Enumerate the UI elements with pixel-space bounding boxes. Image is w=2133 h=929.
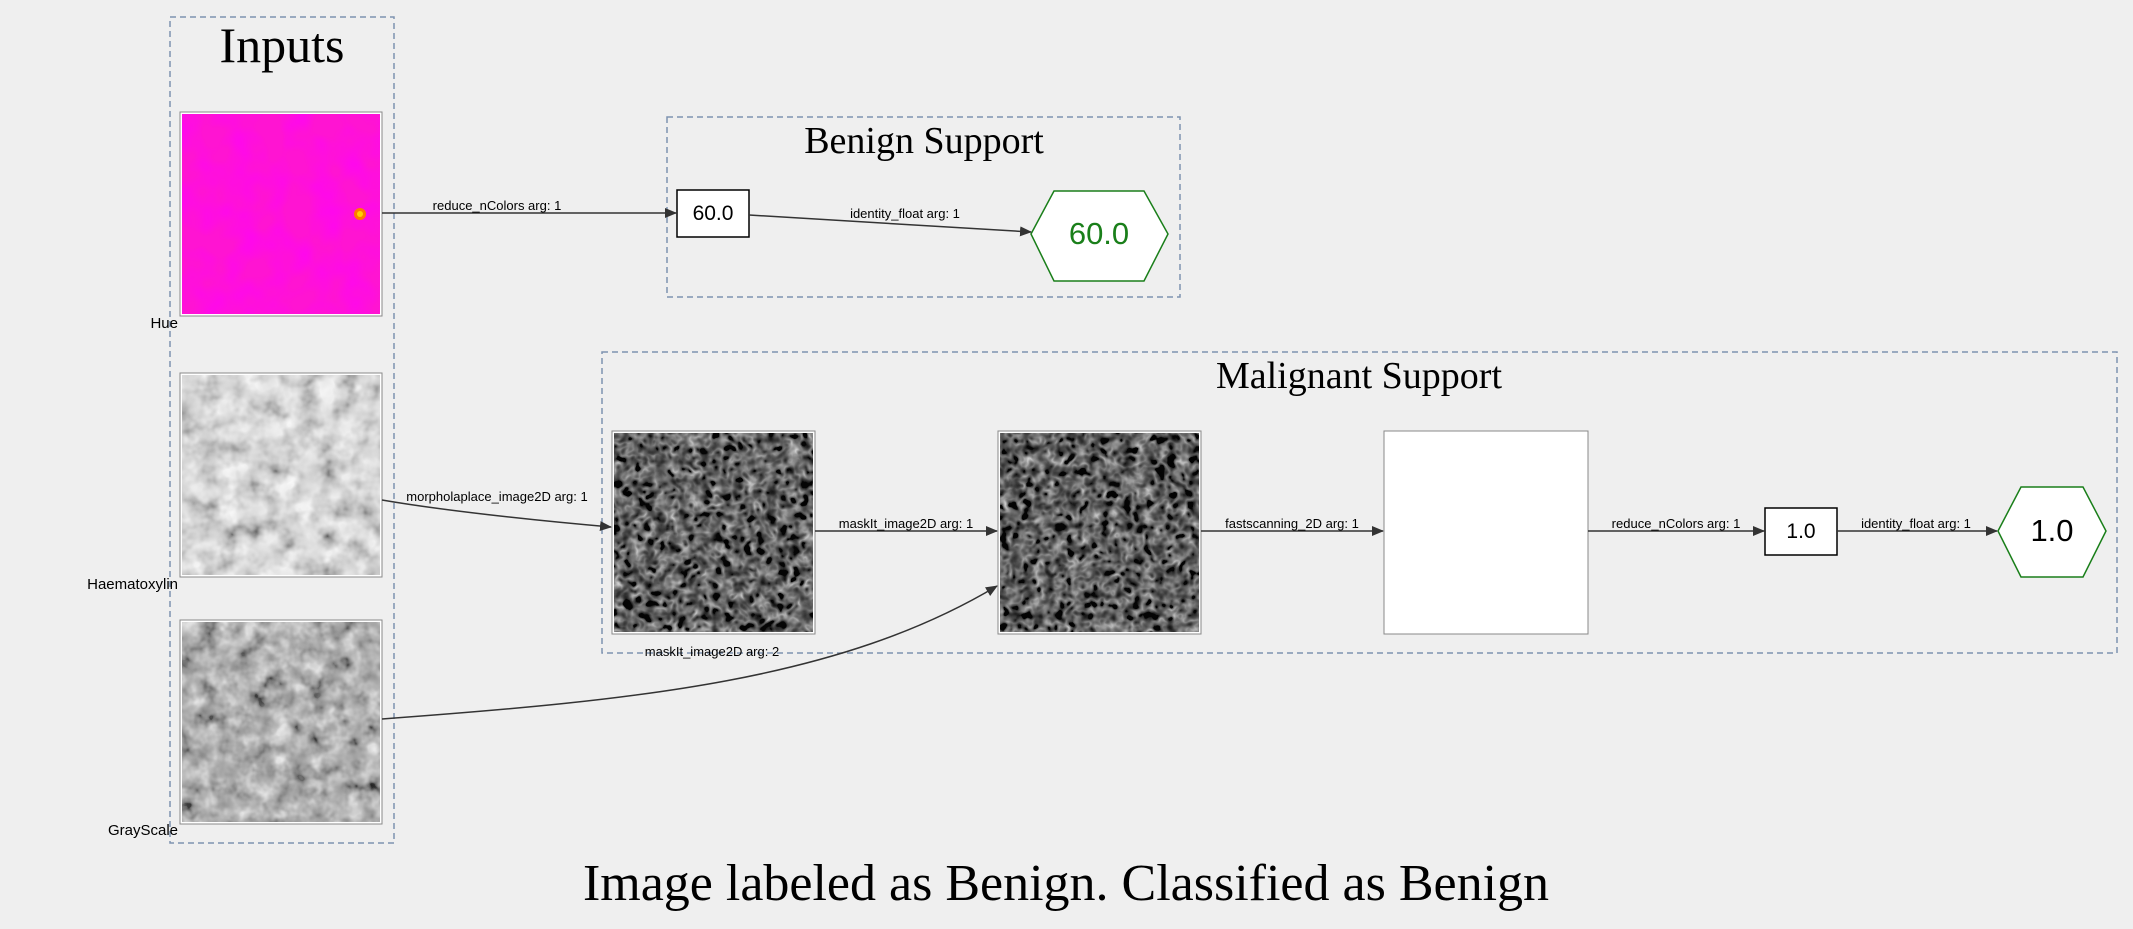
edge-gray-to-mask: maskIt_image2D arg: 2 [381, 585, 998, 720]
edge-benign-identity: identity_float arg: 1 [748, 206, 1032, 237]
hue-image [179, 111, 383, 317]
benign-value-node: 60.0 [676, 189, 750, 238]
input-label-grayscale: GrayScale [108, 822, 178, 839]
benign-result-text: 60.0 [1069, 216, 1129, 251]
morpholaplace-image [611, 430, 816, 635]
inputs-cluster: Inputs [169, 16, 395, 844]
edge-label-malignant-identity: identity_float arg: 1 [1861, 516, 1971, 531]
edge-mask-to-fast: fastscanning_2D arg: 1 [1201, 516, 1384, 536]
edge-label-hue-reduce: reduce_nColors arg: 1 [433, 198, 562, 213]
malignant-support-cluster: Malignant Support [601, 351, 2118, 654]
edge-malignant-identity: identity_float arg: 1 [1837, 516, 1998, 536]
inputs-cluster-title: Inputs [220, 17, 345, 73]
benign-support-cluster: Benign Support [666, 116, 1181, 298]
malignant-result-text: 1.0 [2030, 513, 2073, 548]
edge-label-maskit-1: maskIt_image2D arg: 1 [839, 516, 973, 531]
malignant-value-text: 1.0 [1786, 520, 1815, 543]
haematoxylin-image [179, 372, 383, 578]
edge-label-maskit-2: maskIt_image2D arg: 2 [645, 644, 779, 659]
benign-value-text: 60.0 [693, 202, 734, 225]
input-label-hue: Hue [150, 315, 178, 332]
input-label-haematoxylin: Haematoxylin [87, 576, 178, 593]
malignant-value-node: 1.0 [1764, 507, 1838, 556]
grayscale-image [179, 619, 383, 825]
fastscanning-image [1383, 430, 1589, 635]
edge-morph-to-mask: maskIt_image2D arg: 1 [815, 516, 998, 536]
edge-label-benign-identity: identity_float arg: 1 [850, 206, 960, 221]
classification-caption: Image labeled as Benign. Classified as B… [583, 855, 1549, 912]
benign-cluster-title: Benign Support [804, 120, 1044, 162]
edge-label-reduce-ncolors: reduce_nColors arg: 1 [1612, 516, 1741, 531]
malignant-result-node: 1.0 [1997, 486, 2107, 578]
edge-label-morpholaplace: morpholaplace_image2D arg: 1 [406, 489, 587, 504]
edge-fast-to-reduce: reduce_nColors arg: 1 [1588, 516, 1765, 536]
benign-result-node: 60.0 [1030, 190, 1169, 282]
edge-label-fastscanning: fastscanning_2D arg: 1 [1225, 516, 1359, 531]
maskit-image [997, 430, 1202, 635]
edge-haem-to-morph: morpholaplace_image2D arg: 1 [381, 489, 612, 532]
edge-hue-to-benign: reduce_nColors arg: 1 [382, 198, 677, 218]
malignant-cluster-title: Malignant Support [1216, 355, 1502, 397]
